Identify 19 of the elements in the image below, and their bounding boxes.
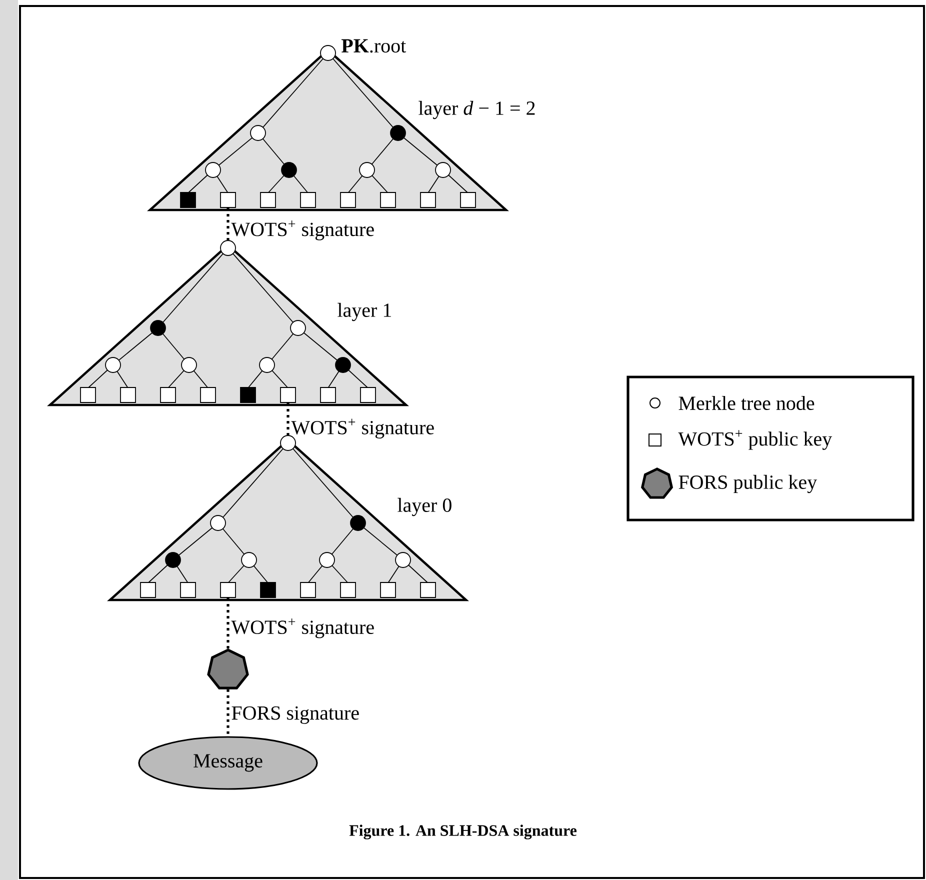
- edge-label: WOTS$^{+}$ signature: [231, 220, 374, 240]
- dotted-connector: [286, 402, 290, 436]
- tree-root-node: [220, 240, 236, 256]
- public-key-square: [220, 582, 236, 598]
- tree-root-node: [280, 435, 296, 451]
- public-key-square: [220, 192, 236, 208]
- edge-label: WOTS$^{+}$ signature: [291, 418, 434, 438]
- legend-label: WOTS$^{+}$ public key: [678, 430, 832, 450]
- root-label: PK.root: [342, 39, 406, 53]
- public-key-square: [280, 387, 296, 403]
- dotted-connector: [226, 208, 230, 240]
- edge-label: FORS signature: [232, 706, 359, 724]
- edge-label: WOTS$^{+}$ signature: [231, 618, 374, 638]
- figure-caption: Figure 1. An SLH-DSA signature: [349, 824, 577, 840]
- legend-label: FORS public key: [678, 474, 818, 494]
- dotted-connector: [226, 689, 230, 736]
- dotted-connector: [226, 598, 230, 649]
- legend-label: Merkle tree node: [678, 396, 814, 410]
- heptagon: [207, 648, 249, 690]
